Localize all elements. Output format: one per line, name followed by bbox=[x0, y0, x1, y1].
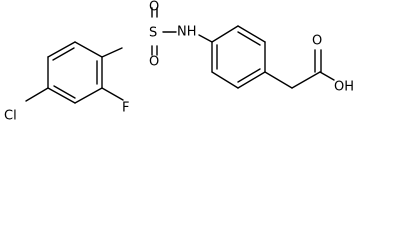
bond bbox=[237, 71, 266, 89]
bond bbox=[25, 87, 49, 102]
bond bbox=[101, 47, 123, 58]
bond bbox=[101, 87, 124, 101]
atom-label-fluorine: F bbox=[122, 101, 129, 116]
atom-label-carbonyl-oxygen: O bbox=[312, 34, 322, 49]
bond-lines bbox=[25, 7, 335, 104]
bond bbox=[47, 87, 76, 104]
bond bbox=[264, 71, 293, 89]
atom-label-chlorine: Cl bbox=[4, 109, 17, 124]
bond bbox=[53, 85, 76, 99]
bond bbox=[211, 25, 239, 43]
bond bbox=[74, 41, 103, 58]
bond bbox=[237, 31, 261, 46]
chemical-structure-diagram: Cl F S O O NH O OH bbox=[4, 0, 354, 124]
bond bbox=[198, 34, 213, 43]
atom-label-nh: NH bbox=[177, 25, 197, 40]
atom-label-oxygen-bottom: O bbox=[149, 55, 159, 70]
atom-label-hydroxyl: OH bbox=[334, 80, 354, 95]
atom-label-sulfur: S bbox=[149, 26, 157, 41]
bond bbox=[319, 71, 335, 81]
atom-labels: Cl F S O O NH O OH bbox=[4, 0, 354, 124]
atom-label-oxygen-top: O bbox=[149, 0, 159, 15]
bond bbox=[237, 68, 261, 83]
bond bbox=[237, 25, 266, 43]
bond bbox=[47, 41, 76, 58]
bond bbox=[291, 71, 321, 89]
bond bbox=[74, 87, 103, 104]
bond bbox=[211, 71, 239, 89]
bond bbox=[52, 47, 75, 61]
